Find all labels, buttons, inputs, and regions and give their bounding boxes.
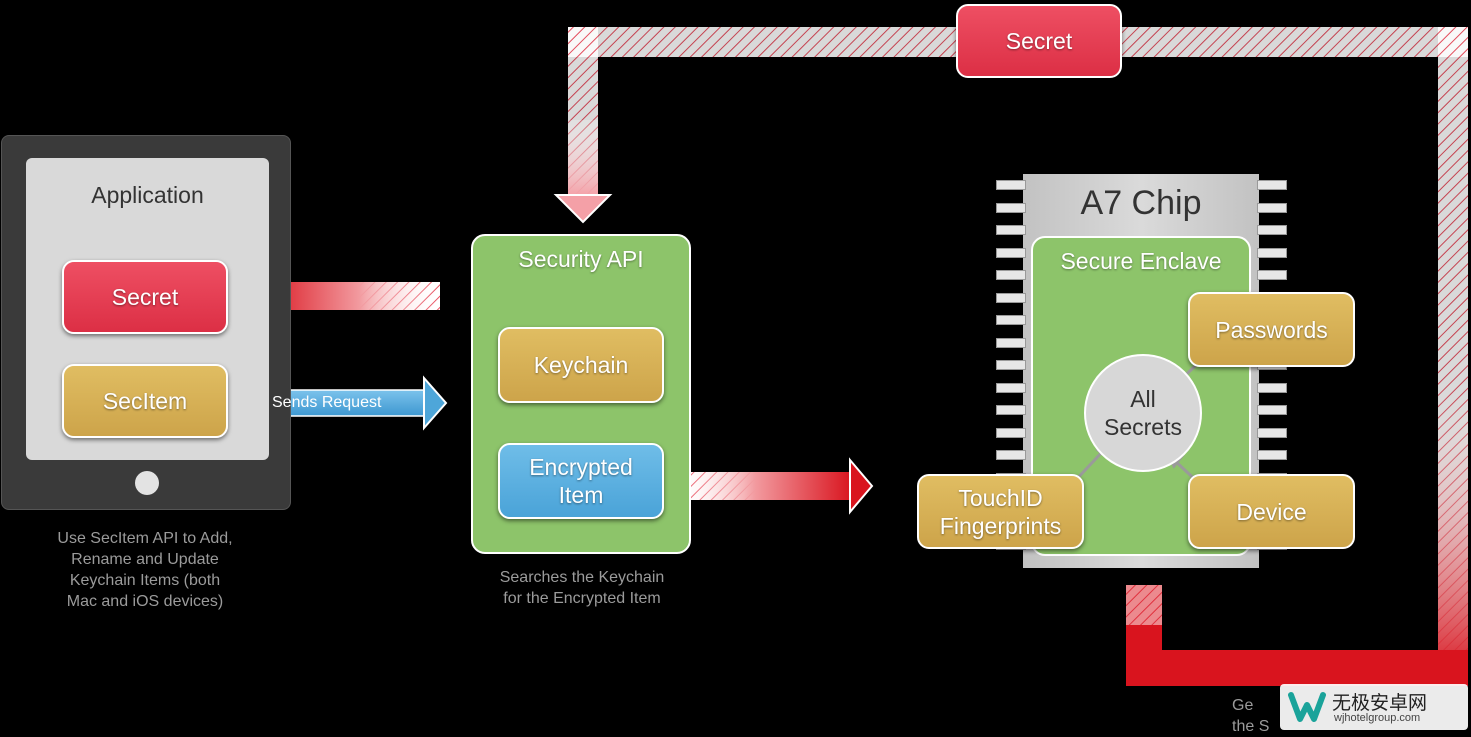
chip-pin [996, 247, 1026, 258]
all-secrets-circle: All Secrets [1084, 354, 1202, 472]
chip-pin [996, 180, 1026, 190]
chip-pin [996, 360, 1026, 370]
top-secret-box: Secret [956, 4, 1122, 78]
chip-pin [996, 337, 1026, 348]
tablet-caption: Use SecItem API to Add, Rename and Updat… [57, 530, 233, 610]
sends-request-label: Sends Request [272, 394, 382, 411]
secure-enclave-title: Secure Enclave [1060, 248, 1222, 274]
chip-pin [996, 382, 1026, 393]
security-api-title: Security API [518, 246, 644, 272]
chip-pin [1257, 247, 1287, 258]
security-api-caption: Searches the Keychain for the Encrypted … [499, 569, 665, 607]
chip-pin [1257, 202, 1287, 213]
return-loop-arrow [553, 27, 1468, 686]
chip-pin [996, 450, 1026, 460]
all-secrets-label: All Secrets [1104, 386, 1182, 440]
chip-title: A7 Chip [1080, 184, 1202, 222]
secitem-box: SecItem [62, 364, 228, 438]
chip-pin [996, 292, 1026, 303]
chip-pin [1257, 225, 1287, 235]
chip-pin [1257, 405, 1287, 415]
watermark-url: wjhotelgroup.com [1334, 712, 1421, 724]
to-chip-arrow [676, 457, 874, 515]
device-box: Device [1188, 474, 1355, 549]
watermark: 无极安卓网 wjhotelgroup.com [1280, 684, 1468, 730]
encrypted-item-box: Encrypted Item [498, 443, 664, 519]
keychain-box: Keychain [498, 327, 664, 403]
chip-pin [996, 405, 1026, 415]
chip-pin [996, 202, 1026, 213]
chip-pin [1257, 180, 1287, 190]
watermark-logo-icon [1288, 689, 1326, 725]
chip-pin [1257, 270, 1287, 280]
chip-pin [996, 427, 1026, 438]
chip-pin [1257, 427, 1287, 438]
chip-pin [996, 315, 1026, 325]
app-secret-box: Secret [62, 260, 228, 334]
chip-pin [1257, 450, 1287, 460]
application-title: Application [91, 182, 204, 208]
bottom-caption-fragment: Ge the S [1232, 697, 1270, 735]
tablet-home-button [135, 471, 159, 495]
passwords-box: Passwords [1188, 292, 1355, 367]
chip-pin [996, 225, 1026, 235]
watermark-brand: 无极安卓网 [1332, 692, 1428, 714]
chip-pin [996, 270, 1026, 280]
touchid-box: TouchID Fingerprints [917, 474, 1084, 549]
chip-pin [1257, 382, 1287, 393]
